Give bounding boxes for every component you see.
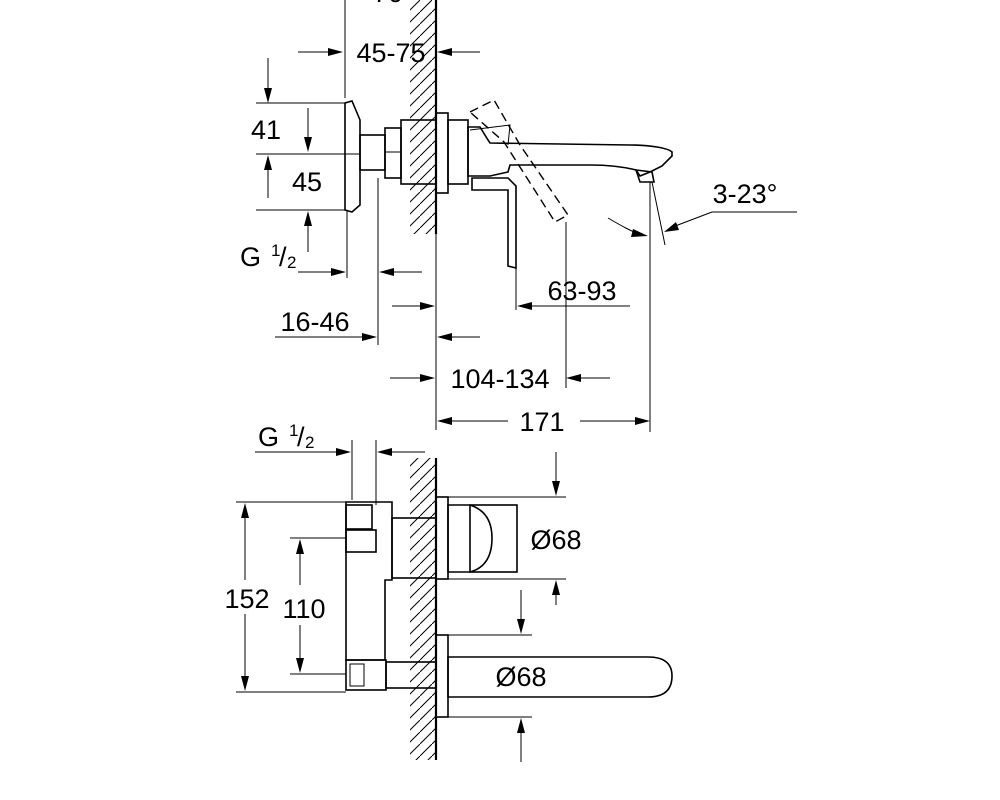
dim-rough-depth: 16-46 — [280, 307, 349, 337]
side-view: 70 45-75 — [240, 0, 797, 437]
dim-spout-reach: 63-93 — [547, 276, 616, 306]
spout-front — [447, 656, 673, 698]
top-partial-label: 70 — [373, 0, 403, 8]
svg-text:G: G — [240, 242, 261, 272]
cover-plate — [471, 177, 517, 270]
handle-front — [469, 504, 518, 573]
front-view: G 1 / 2 Ø68 Ø68 — [224, 421, 673, 762]
dim-handle-lower: 45 — [292, 167, 322, 197]
thread-label-side: G 1 / 2 — [240, 241, 296, 272]
rosette-upper — [435, 496, 449, 580]
dim-rosette-lower: Ø68 — [495, 662, 546, 692]
spout-body — [467, 126, 673, 177]
dim-rosette-upper: Ø68 — [530, 525, 581, 555]
rosette-lower — [435, 634, 449, 718]
svg-text:G: G — [258, 422, 279, 452]
svg-text:2: 2 — [305, 433, 314, 452]
svg-text:1: 1 — [271, 241, 280, 260]
svg-text:/: / — [297, 422, 305, 452]
thread-label-front: G 1 / 2 — [258, 421, 314, 452]
lever-handle — [344, 100, 361, 213]
dim-handle-upper: 41 — [251, 115, 281, 145]
dim-wall-offset: 45-75 — [356, 38, 425, 68]
spout-outlet — [634, 169, 655, 183]
svg-text:1: 1 — [289, 421, 298, 440]
dim-centre-distance: 110 — [282, 594, 325, 624]
concealed-body — [345, 501, 393, 661]
dim-spout-angle: 3-23° — [713, 179, 778, 209]
wall-hatch-side — [410, 0, 436, 234]
svg-text:/: / — [279, 242, 287, 272]
lever-swing-outline — [468, 99, 570, 223]
dim-outlet-reach: 104-134 — [450, 364, 549, 394]
dim-overall-height: 152 — [224, 584, 269, 614]
wall-hatch-front — [410, 458, 436, 760]
svg-text:2: 2 — [287, 253, 296, 272]
handle-cartridge — [359, 134, 386, 171]
dim-total-reach: 171 — [519, 407, 564, 437]
